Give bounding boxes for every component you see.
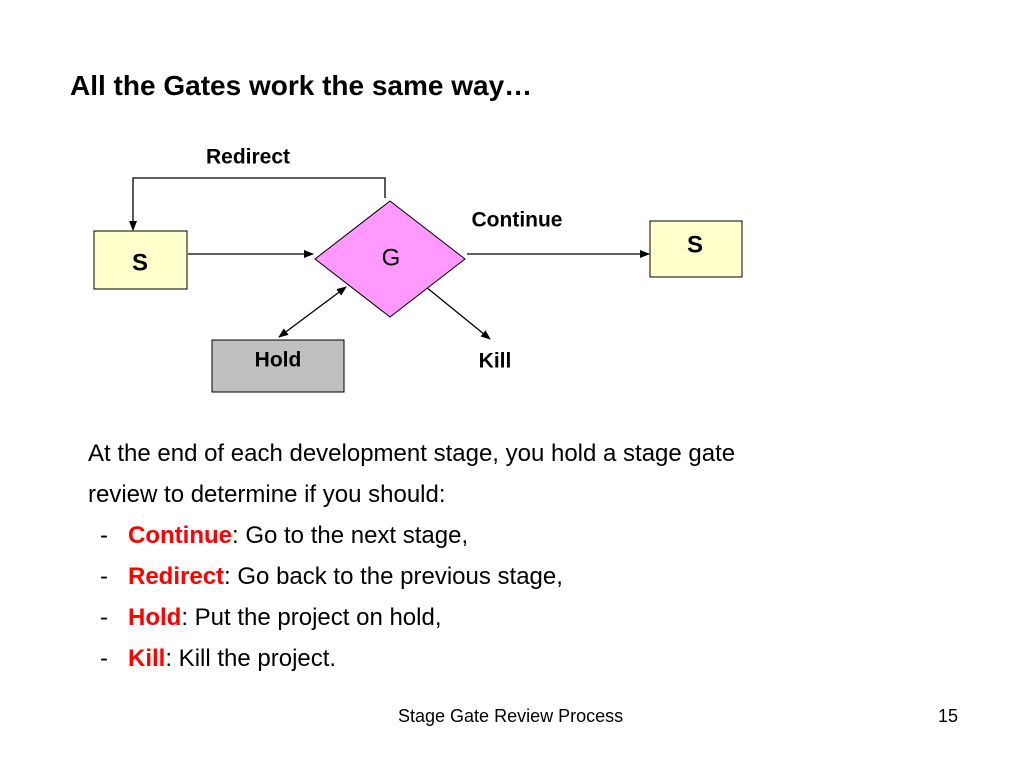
bullet-redirect: -Redirect: Go back to the previous stage… — [88, 556, 908, 597]
hold-box — [211, 339, 345, 393]
desc-kill: : Kill the project. — [165, 645, 337, 672]
term-hold: Hold — [128, 604, 182, 631]
stage-right-box — [649, 220, 743, 278]
body-text: At the end of each development stage, yo… — [88, 433, 908, 679]
continue-label: Continue — [472, 209, 563, 232]
desc-redirect: : Go back to the previous stage, — [224, 563, 563, 590]
redirect-label: Redirect — [206, 146, 290, 169]
term-continue: Continue — [128, 522, 232, 549]
desc-continue: : Go to the next stage, — [231, 522, 469, 549]
bullet-marker: - — [100, 563, 108, 590]
stage-right-label: S — [687, 231, 703, 258]
redirect-arrow — [129, 177, 386, 231]
intro-line: review to determine if you should: — [88, 481, 446, 508]
term-redirect: Redirect — [128, 563, 225, 590]
bullet-marker: - — [100, 645, 108, 672]
footer-title: Stage Gate Review Process — [398, 706, 624, 726]
page-number: 15 — [938, 706, 959, 726]
term-kill: Kill — [128, 645, 166, 672]
intro-line: At the end of each development stage, yo… — [88, 440, 736, 467]
gate-label: G — [382, 244, 401, 271]
bullet-marker: - — [100, 522, 108, 549]
bullet-marker: - — [100, 604, 108, 631]
gate-diamond — [314, 200, 466, 318]
stage-left-box — [93, 230, 188, 290]
stage-gate-diagram: S G S Hold Redirect Continue Kill — [93, 146, 743, 393]
desc-hold: : Put the project on hold, — [181, 604, 442, 631]
kill-label: Kill — [479, 350, 512, 373]
bullet-kill: -Kill: Kill the project. — [88, 638, 908, 679]
slide-title: All the Gates work the same way… — [70, 70, 533, 101]
stage-left-label: S — [132, 249, 148, 276]
kill-arrow — [425, 286, 491, 340]
bullet-continue: -Continue: Go to the next stage, — [88, 515, 908, 556]
bullet-hold: -Hold: Put the project on hold, — [88, 597, 908, 638]
hold-arrow — [278, 286, 347, 338]
hold-label: Hold — [255, 349, 302, 372]
